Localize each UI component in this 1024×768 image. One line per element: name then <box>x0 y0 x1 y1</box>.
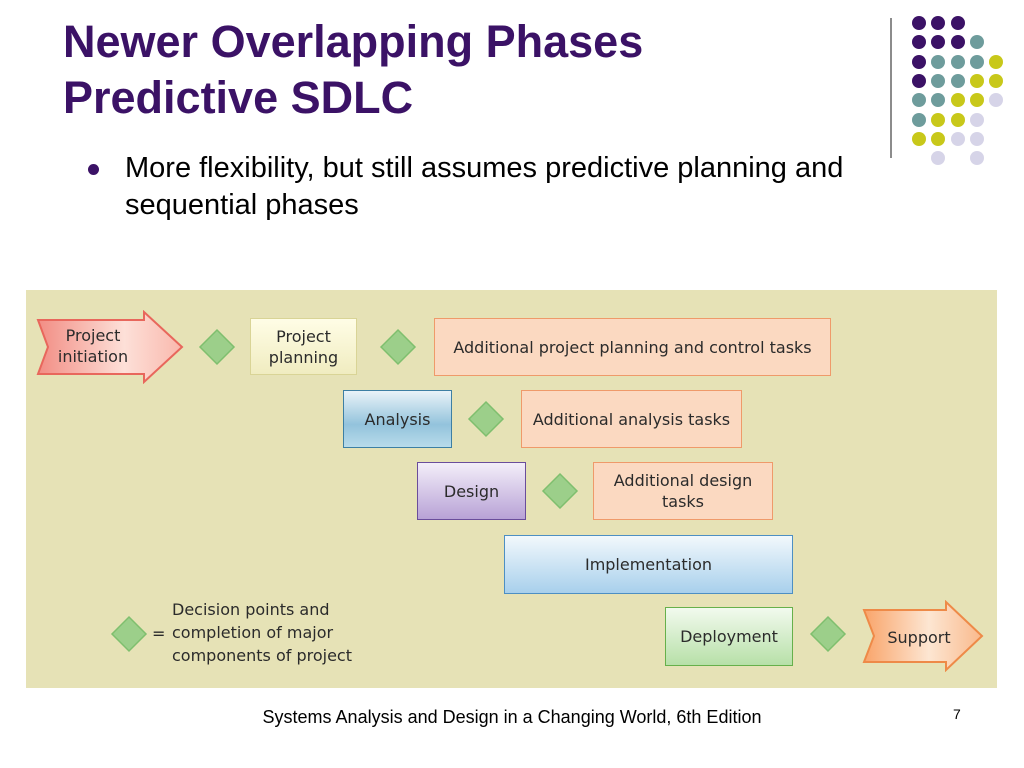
legend-line-1: Decision points and <box>172 600 330 619</box>
additional-analysis-box: Additional analysis tasks <box>521 390 742 448</box>
decorative-dot <box>989 73 1004 88</box>
decorative-divider <box>890 18 892 158</box>
decision-point-icon <box>379 328 417 366</box>
decorative-dot <box>950 73 965 88</box>
deployment-box: Deployment <box>665 607 793 666</box>
decorative-dot <box>931 112 946 127</box>
decorative-dot <box>931 73 946 88</box>
decorative-dot <box>950 112 965 127</box>
decision-point-icon <box>809 615 847 653</box>
project-initiation-arrow <box>36 310 184 384</box>
decorative-dot <box>931 131 946 146</box>
decorative-dot <box>931 151 946 166</box>
project-planning-line-1: Project <box>276 326 331 346</box>
additional-planning-box: Additional project planning and control … <box>434 318 831 376</box>
legend-line-3: components of project <box>172 646 352 665</box>
page-number: 7 <box>953 706 961 722</box>
project-planning-line-2: planning <box>268 347 339 367</box>
project-planning-box: Project planning <box>250 318 357 375</box>
decorative-dot <box>989 93 1004 108</box>
implementation-box: Implementation <box>504 535 793 594</box>
decorative-dot <box>969 151 984 166</box>
legend-decision-point-icon <box>110 615 148 653</box>
decorative-dot <box>950 16 965 30</box>
slide-title-line-2: Predictive SDLC <box>63 72 414 123</box>
design-box: Design <box>417 462 526 520</box>
decorative-dot <box>989 54 1004 69</box>
legend-equals-sign: = <box>152 624 166 643</box>
analysis-box: Analysis <box>343 390 452 448</box>
decorative-dot <box>969 131 984 146</box>
decorative-dot <box>931 93 946 108</box>
decorative-dot <box>912 16 926 30</box>
decision-point-icon <box>198 328 236 366</box>
decorative-dot <box>969 93 984 108</box>
sdlc-diagram: Project initiation Project planning Addi… <box>26 290 997 688</box>
additional-design-line-2: tasks <box>661 492 704 511</box>
decorative-dot <box>950 35 965 50</box>
decorative-dot <box>969 112 984 127</box>
decorative-dot <box>969 73 984 88</box>
decorative-dot <box>969 54 984 69</box>
decorative-dot <box>912 112 926 127</box>
decorative-dot <box>912 131 926 146</box>
decorative-dot <box>931 16 946 30</box>
project-initiation-line-1: Project <box>65 326 121 345</box>
project-initiation-line-2: initiation <box>57 347 129 366</box>
slide-title: Newer Overlapping Phases Predictive SDLC <box>63 14 643 126</box>
decorative-dot <box>950 54 965 69</box>
slide-footer: Systems Analysis and Design in a Changin… <box>262 707 762 727</box>
decorative-dot <box>931 54 946 69</box>
legend-line-2: completion of major <box>172 623 334 642</box>
legend-description: Decision points and completion of major … <box>172 598 352 667</box>
decorative-dot <box>912 54 926 69</box>
decorative-dot <box>931 35 946 50</box>
decorative-dot <box>969 35 984 50</box>
decorative-dot <box>912 73 926 88</box>
support-label: Support <box>887 628 951 647</box>
additional-design-line-1: Additional design <box>613 471 753 490</box>
decision-point-icon <box>541 472 579 510</box>
decorative-dot <box>912 93 926 108</box>
decorative-dot <box>950 131 965 146</box>
bullet-text: More flexibility, but still assumes pred… <box>125 152 844 221</box>
slide-title-line-1: Newer Overlapping Phases <box>63 16 644 67</box>
decorative-dot <box>912 35 926 50</box>
decorative-dot <box>950 93 965 108</box>
support-arrow <box>862 600 984 672</box>
additional-design-box: Additional design tasks <box>593 462 773 520</box>
project-initiation-label: Project initiation <box>48 325 138 367</box>
bullet-marker <box>88 164 99 175</box>
decision-point-icon <box>467 400 505 438</box>
